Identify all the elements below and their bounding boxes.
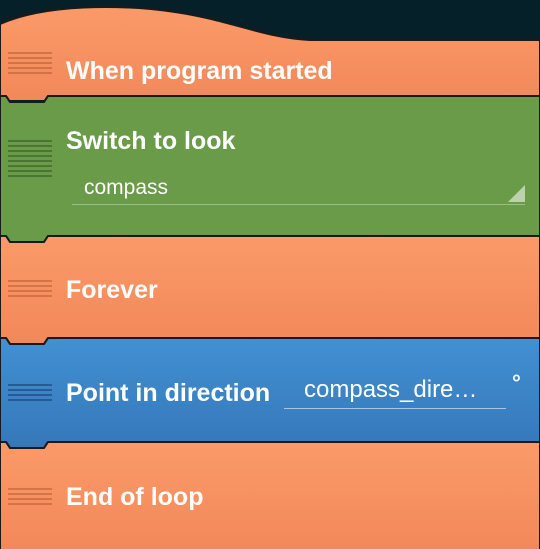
drag-handle[interactable] [8,52,52,77]
brick-label: Point in direction [66,379,271,407]
brick-label: Forever [66,276,158,304]
dropdown-arrow-icon [508,185,525,202]
degree-unit: ° [512,370,521,395]
drag-handle[interactable] [8,488,52,508]
brick-label: End of loop [66,483,204,511]
brick-label: Switch to look [66,127,236,155]
drag-handle[interactable] [8,280,52,300]
direction-field[interactable]: compass_dire… [284,374,506,409]
brick-shape [0,442,540,549]
brick-label: When program started [66,57,333,85]
switch-to-look-brick[interactable]: Switch to look compass [0,96,540,244]
when-program-started-brick[interactable]: When program started [0,0,540,100]
point-in-direction-brick[interactable]: Point in direction compass_dire… ° [0,338,540,448]
look-dropdown[interactable]: compass [72,176,525,205]
end-of-loop-brick[interactable]: End of loop [0,442,540,549]
forever-brick[interactable]: Forever [0,236,540,344]
drag-handle[interactable] [8,384,52,404]
brick-shape [0,6,540,100]
brick-shape [0,96,540,243]
direction-field-value: compass_dire… [304,376,478,403]
drag-handle[interactable] [8,140,52,180]
look-dropdown-value: compass [84,176,169,199]
